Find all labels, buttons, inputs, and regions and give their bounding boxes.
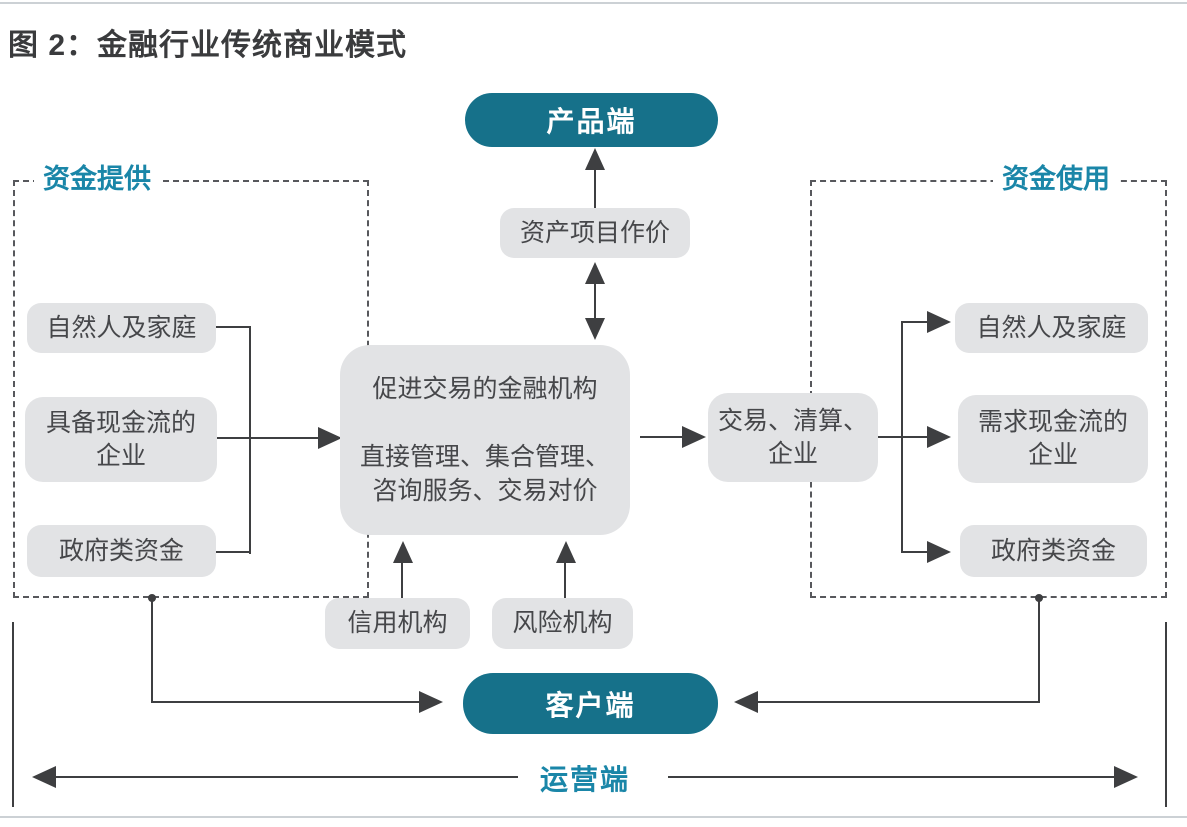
use-connector-stub	[878, 436, 903, 438]
double-arrow-up-icon	[585, 262, 605, 284]
arrow-risk-to-central-icon	[556, 541, 576, 563]
risk-arrow-line	[564, 561, 566, 598]
double-arrow-down-icon	[585, 318, 605, 340]
supply-panel-junction-dot	[148, 594, 156, 602]
asset-pricing-node: 资产项目作价	[500, 208, 690, 258]
double-arrow-line	[594, 281, 596, 321]
funds-supply-label: 资金提供	[34, 161, 160, 197]
funds-use-panel	[810, 180, 1167, 598]
use-connector-middle	[903, 436, 931, 438]
central-institution-node: 促进交易的金融机构 直接管理、集合管理、 咨询服务、交易对价	[340, 345, 630, 535]
central-to-transaction-line	[640, 436, 686, 438]
use-connector-top	[903, 321, 931, 323]
operations-line-right	[668, 776, 1118, 778]
supply-connector-top	[216, 326, 250, 328]
supply-item-individuals: 自然人及家庭	[27, 303, 216, 353]
arrow-to-use-enterprises-icon	[927, 426, 951, 448]
supply-to-client-vline	[151, 600, 153, 702]
top-divider	[0, 2, 1187, 4]
arrow-supply-to-client-icon	[419, 691, 443, 713]
use-to-client-hline	[758, 701, 1040, 703]
arrow-central-to-transaction-icon	[682, 426, 706, 448]
arrow-to-use-government-icon	[927, 541, 951, 563]
figure-title: 图 2：金融行业传统商业模式	[8, 29, 408, 62]
use-connector-bottom	[903, 551, 931, 553]
arrow-to-use-individuals-icon	[927, 311, 951, 333]
risk-agency-node: 风险机构	[492, 598, 633, 649]
operations-line-left	[55, 776, 518, 778]
supply-connector-middle	[217, 437, 322, 439]
operations-frame-left	[12, 622, 14, 807]
transaction-clearing-node: 交易、清算、 企业	[708, 393, 878, 482]
arrow-supply-to-central-icon	[318, 427, 342, 449]
supply-connector-bottom	[216, 551, 250, 553]
use-panel-junction-dot	[1035, 594, 1043, 602]
supply-to-client-hline	[151, 701, 423, 703]
supply-connector-spine	[249, 326, 251, 554]
operations-label: 运营端	[540, 764, 631, 795]
operations-arrow-right-icon	[1114, 766, 1138, 788]
bottom-divider	[0, 816, 1187, 818]
use-item-individuals: 自然人及家庭	[955, 303, 1148, 353]
arrow-credit-to-central-icon	[393, 541, 413, 563]
arrow-use-to-client-icon	[734, 691, 758, 713]
use-item-cashflow-enterprises: 需求现金流的 企业	[958, 395, 1148, 483]
credit-arrow-line	[401, 561, 403, 598]
arrow-up-to-product-icon	[585, 148, 605, 170]
use-connector-spine	[901, 321, 903, 553]
credit-agency-node: 信用机构	[325, 598, 470, 649]
use-item-government-funds: 政府类资金	[960, 525, 1147, 577]
product-node: 产品端	[465, 93, 718, 147]
use-to-client-vline	[1038, 600, 1040, 702]
supply-item-government-funds: 政府类资金	[27, 525, 216, 577]
client-node: 客户端	[463, 673, 718, 734]
supply-item-cashflow-enterprises: 具备现金流的 企业	[25, 397, 217, 482]
operations-arrow-left-icon	[32, 766, 56, 788]
funds-use-label: 资金使用	[993, 161, 1119, 197]
operations-frame-right	[1165, 622, 1167, 807]
arrow-up-to-product-line	[594, 168, 596, 208]
